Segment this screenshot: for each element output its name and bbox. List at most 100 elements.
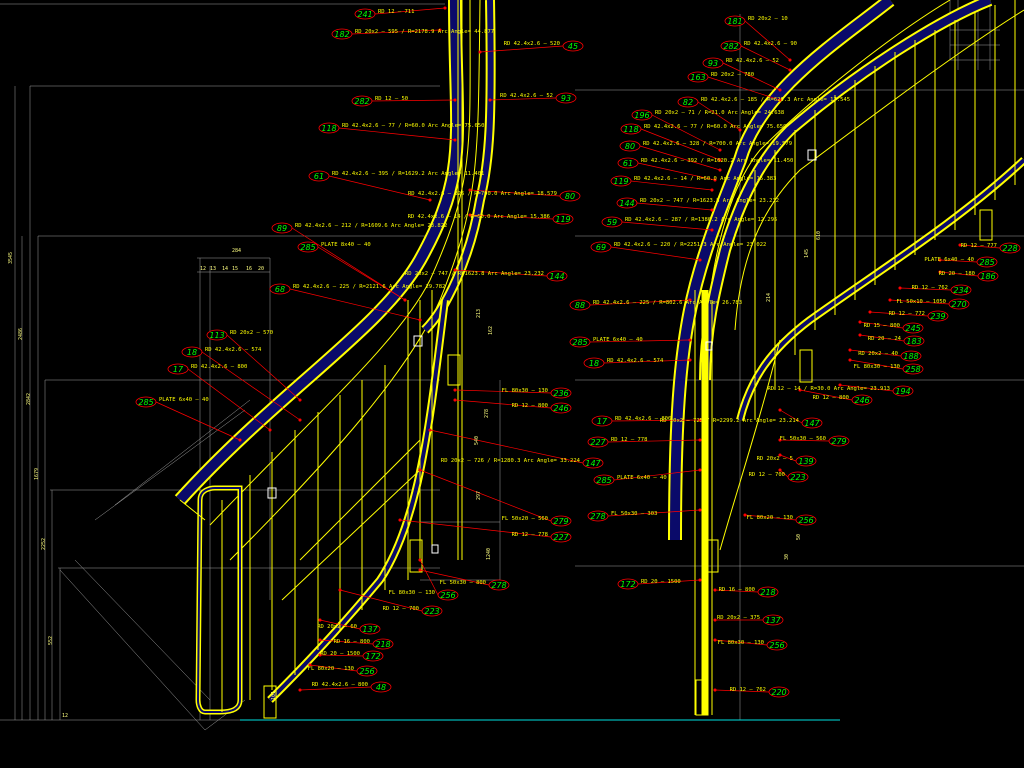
leader-line — [640, 128, 721, 161]
leader-dot — [858, 333, 862, 337]
tag-bubble — [582, 457, 604, 469]
leader-line — [607, 439, 701, 443]
tag-annotation: RD 20 — 24 — [868, 336, 902, 342]
tag-annotation: RD 42.4x2.6 — 52 — [726, 58, 779, 64]
leader-line — [722, 62, 781, 91]
dimension-label: 12 — [62, 713, 68, 719]
tag-bubble — [787, 471, 809, 483]
tag-bubble — [351, 95, 373, 107]
tag-annotation: RD 42.4x2.6 — 90 — [744, 41, 797, 47]
leader-line — [869, 311, 929, 317]
tag-annotation: RD 20x2 — 747 / R=1623.8 Arc Angle= 23.2… — [405, 271, 544, 277]
leader-line — [319, 639, 374, 645]
leader-dot — [453, 138, 457, 142]
leader-dot — [713, 618, 717, 622]
tag-bubble — [927, 310, 949, 322]
tag-number: 182 — [334, 30, 349, 39]
leader-dot — [398, 518, 402, 522]
tag-annotation: RD 16 — 800 — [719, 587, 755, 593]
tag-number: 223 — [424, 607, 439, 616]
tag-bubble — [271, 222, 293, 234]
tag-annotation: RD 42.4x2.6 — 77 / R=60.0 Arc Angle= 75.… — [644, 124, 786, 130]
leader-line — [489, 97, 557, 101]
leader-dot — [713, 588, 717, 592]
tag-annotation: RD 42.4x2.6 — 220 / R=2251.3 Arc Angle= … — [614, 242, 766, 248]
tag-bubble — [167, 363, 189, 375]
